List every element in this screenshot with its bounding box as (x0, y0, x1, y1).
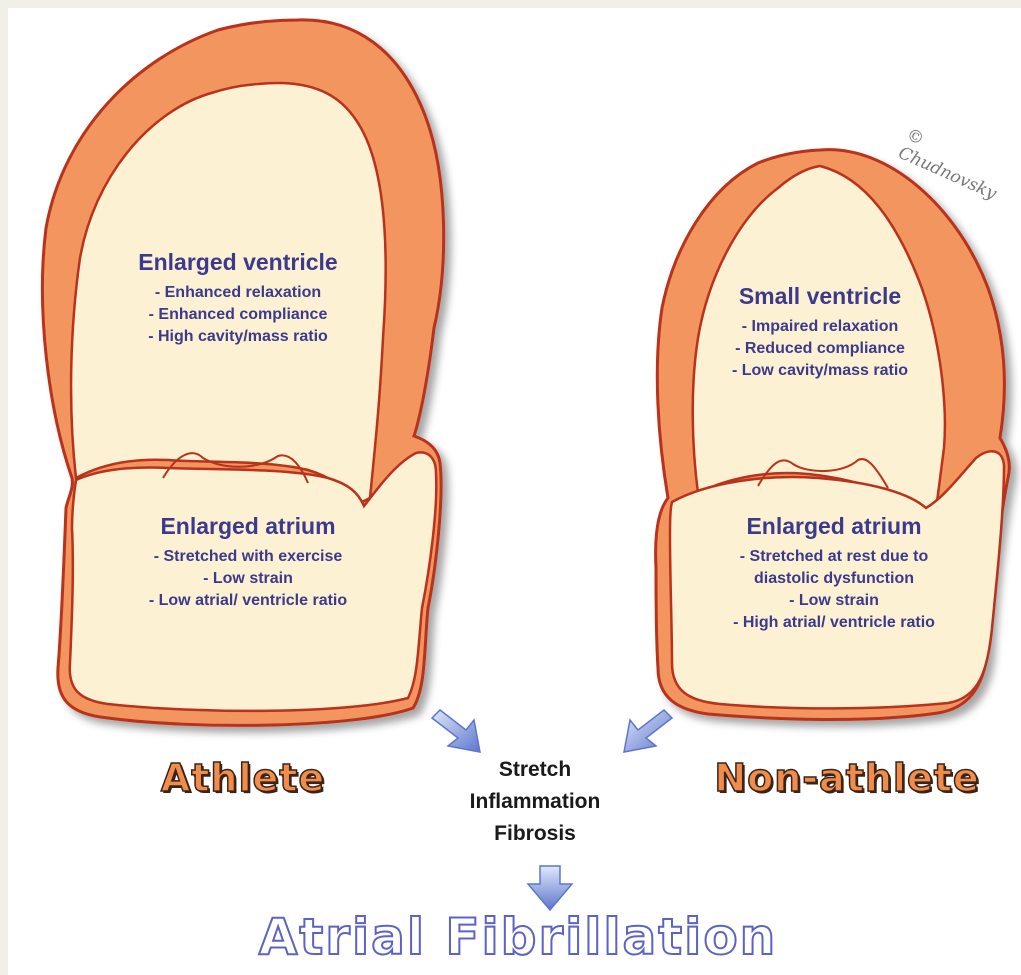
athlete-ventricle-line-3: - High cavity/mass ratio (98, 326, 378, 348)
athlete-atrium-line-1: - Stretched with exercise (98, 546, 398, 568)
athlete-caption: Athlete (158, 756, 328, 800)
non-athlete-ventricle-line-3: - Low cavity/mass ratio (700, 360, 940, 382)
non-athlete-atrium-line-4: - High atrial/ ventricle ratio (684, 612, 984, 634)
outcome-title: Atrial Fibrillation (238, 908, 798, 966)
non-athlete-atrium-line-3: - Low strain (684, 590, 984, 612)
right-arrow (624, 710, 672, 752)
non-athlete-atrium-title: Enlarged atrium (684, 512, 984, 540)
left-arrow (432, 710, 480, 752)
down-arrow-icon (528, 866, 572, 910)
non-athlete-heart (656, 150, 1010, 720)
down-arrow (528, 866, 572, 910)
non-athlete-atrium-line-1: - Stretched at rest due to (684, 546, 984, 568)
athlete-atrium-label: Enlarged atrium - Stretched with exercis… (98, 512, 398, 612)
non-athlete-caption: Non-athlete (712, 756, 982, 800)
non-athlete-ventricle-line-2: - Reduced compliance (700, 338, 940, 360)
athlete-atrium-line-2: - Low strain (98, 568, 398, 590)
non-athlete-atrium-line-2: diastolic dysfunction (684, 568, 984, 590)
athlete-ventricle-label: Enlarged ventricle - Enhanced relaxation… (98, 248, 378, 348)
athlete-heart (42, 20, 443, 726)
right-diagonal-arrow-icon (624, 710, 672, 752)
left-diagonal-arrow-icon (432, 710, 480, 752)
non-athlete-ventricle-line-1: - Impaired relaxation (700, 316, 940, 338)
non-athlete-atrium-label: Enlarged atrium - Stretched at rest due … (684, 512, 984, 634)
non-athlete-ventricle-title: Small ventricle (700, 282, 940, 310)
athlete-ventricle-line-2: - Enhanced compliance (98, 304, 378, 326)
athlete-ventricle-title: Enlarged ventricle (98, 248, 378, 276)
mechanisms-list: Stretch Inflammation Fibrosis (440, 754, 630, 850)
athlete-ventricle-line-1: - Enhanced relaxation (98, 282, 378, 304)
diagram-canvas: Enlarged ventricle - Enhanced relaxation… (8, 8, 1021, 975)
mechanism-inflammation: Inflammation (440, 786, 630, 818)
mechanism-stretch: Stretch (440, 754, 630, 786)
athlete-atrium-title: Enlarged atrium (98, 512, 398, 540)
mechanism-fibrosis: Fibrosis (440, 818, 630, 850)
athlete-atrium-line-3: - Low atrial/ ventricle ratio (98, 590, 398, 612)
non-athlete-ventricle-label: Small ventricle - Impaired relaxation - … (700, 282, 940, 382)
